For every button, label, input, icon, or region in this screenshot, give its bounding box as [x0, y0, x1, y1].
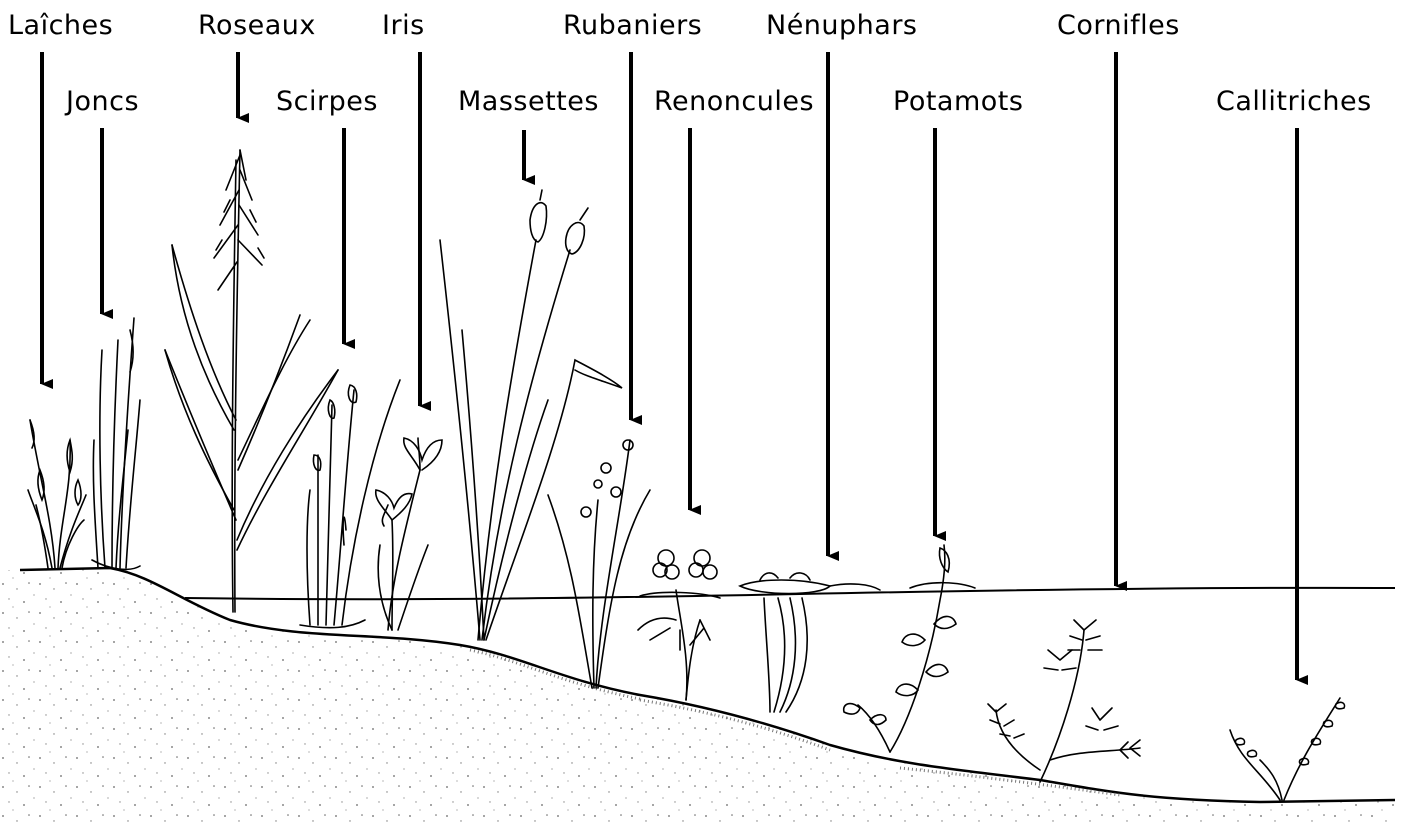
label-laiches: Laîches	[8, 12, 113, 39]
label-potamots: Potamots	[893, 88, 1023, 115]
label-roseaux: Roseaux	[198, 12, 316, 39]
plant-roseaux	[165, 150, 338, 612]
plant-cornifles	[988, 620, 1140, 782]
plant-potamots	[844, 545, 956, 752]
plant-rubaniers	[548, 440, 650, 688]
label-joncs: Joncs	[66, 88, 139, 115]
sediment-fill	[0, 568, 1395, 825]
plant-scirpes	[300, 380, 400, 628]
label-cornifles: Cornifles	[1057, 12, 1180, 39]
plant-massettes	[440, 190, 622, 640]
label-rubaniers: Rubaniers	[563, 12, 702, 39]
label-iris: Iris	[382, 12, 425, 39]
plant-renoncules	[638, 550, 720, 700]
label-callitriches: Callitriches	[1216, 88, 1372, 115]
plant-iris	[376, 438, 442, 630]
plant-laiches	[28, 420, 86, 568]
label-scirpes: Scirpes	[276, 88, 378, 115]
plant-joncs	[92, 318, 140, 569]
label-nenuphars: Nénuphars	[766, 12, 918, 39]
label-renoncules: Renoncules	[654, 88, 814, 115]
plant-callitriches	[1230, 698, 1345, 800]
label-massettes: Massettes	[458, 88, 599, 115]
